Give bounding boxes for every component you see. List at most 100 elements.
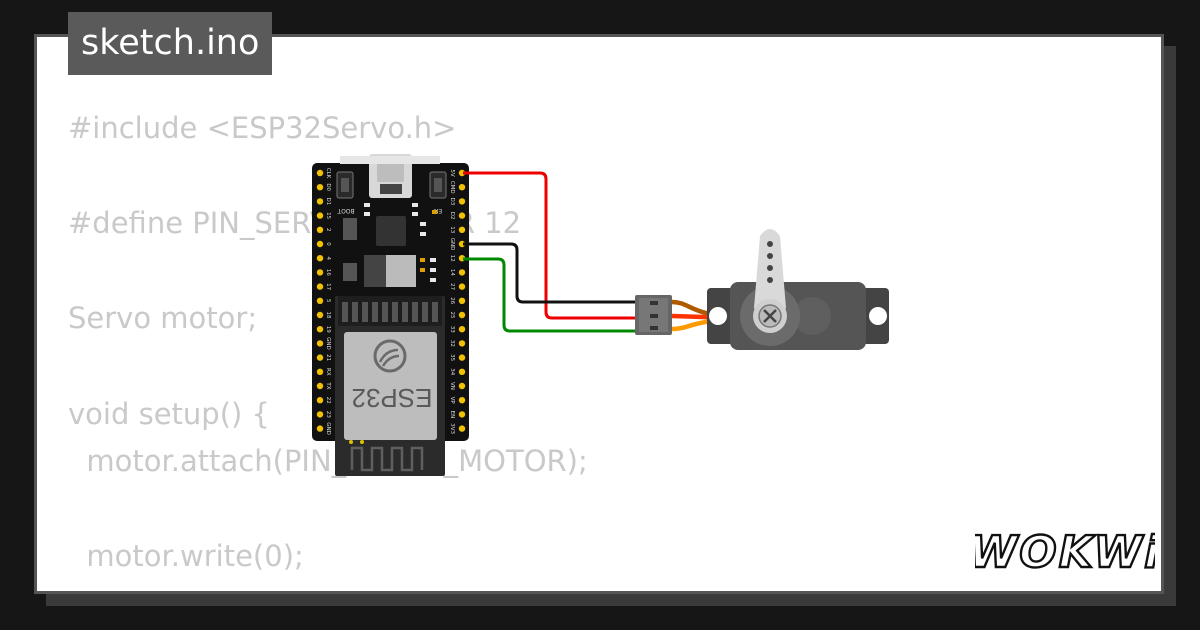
pin-label: D3 <box>449 198 455 206</box>
pin-label: GND <box>449 238 455 251</box>
pin-label: CMD <box>449 181 455 194</box>
pin-dot <box>458 397 466 404</box>
pin-label: GND <box>325 422 331 435</box>
pin-label: 15 <box>325 212 331 219</box>
pin-dot <box>316 340 324 347</box>
pin-label: 27 <box>449 283 455 290</box>
pin-dot <box>458 326 466 333</box>
antenna-icon <box>350 446 424 472</box>
chip-label: ESP32 <box>352 383 433 413</box>
pin-label: 2 <box>325 228 331 232</box>
pin-label: 14 <box>449 269 455 276</box>
regulator-chip <box>364 255 386 287</box>
pin-label: 23 <box>325 411 331 418</box>
pin-dot <box>316 425 324 432</box>
pin-dot <box>316 198 324 205</box>
boot-label: BOOT <box>337 207 354 214</box>
pin-dot <box>316 255 324 262</box>
esp32-module: ESP32 <box>335 296 445 476</box>
pin-dot <box>458 240 466 248</box>
pin-dot <box>458 212 466 219</box>
servo-horn-icon <box>753 229 787 333</box>
pin-dot <box>316 354 324 361</box>
pin-label: 25 <box>449 312 455 319</box>
esp32-board: BOOT EN <box>312 154 469 476</box>
code-line: motor.write(0); <box>68 539 304 574</box>
pin-dot <box>458 354 466 361</box>
pin-label: 17 <box>325 283 331 290</box>
pin-label: CLK <box>325 168 331 179</box>
pin-label: 19 <box>325 326 331 333</box>
pin-dot <box>458 297 466 304</box>
pin-dot <box>316 269 324 276</box>
pin-label: 0 <box>325 242 331 246</box>
pin-label: 5 <box>325 299 331 303</box>
pin-label: D1 <box>325 198 331 206</box>
pin-label: EN <box>449 411 455 419</box>
pin-dot <box>458 184 466 191</box>
wokwi-logo: WOKWi <box>975 526 1155 579</box>
pin-label: D2 <box>449 212 455 220</box>
pin-dot <box>316 368 324 375</box>
pin-dot <box>316 297 324 304</box>
servo-motor <box>707 229 889 350</box>
pin-label: 35 <box>449 354 455 361</box>
right-pin-header: 5VCMDD3D213GND121427262533323534VNVPEN3V… <box>449 169 466 434</box>
pin-label: RX <box>325 368 331 376</box>
usb-port-icon <box>340 154 440 198</box>
code-line: Servo motor; <box>68 301 258 336</box>
pin-label: TX <box>325 381 331 389</box>
espressif-logo-icon <box>373 339 407 373</box>
pin-label: 12 <box>449 255 455 262</box>
pin-dot <box>458 311 466 319</box>
en-button-icon <box>429 171 447 199</box>
boot-button-icon <box>336 171 354 199</box>
pin-dot <box>316 397 324 404</box>
wire-5v <box>463 171 638 320</box>
pin-label: D0 <box>325 183 331 191</box>
pin-dot <box>316 382 324 390</box>
pin-dot <box>316 169 324 177</box>
pin-dot <box>316 212 324 219</box>
pin-label: 16 <box>325 269 331 276</box>
pin-dot <box>458 198 466 205</box>
pin-dot <box>316 411 324 418</box>
pin-label: 26 <box>449 297 455 304</box>
pin-dot <box>458 382 466 390</box>
file-tab: sketch.ino <box>68 12 273 75</box>
pin-dot <box>458 269 466 276</box>
pin-label: GND <box>325 337 331 350</box>
servo-connector <box>635 295 672 335</box>
pin-label: 34 <box>449 368 455 375</box>
pin-label: 21 <box>325 354 331 361</box>
code-line: void setup() { <box>68 396 270 431</box>
pin-dot <box>316 326 324 333</box>
code-line: #include <ESP32Servo.h> <box>68 111 457 145</box>
en-label: EN <box>434 207 442 214</box>
pin-dot <box>458 169 466 177</box>
pin-label: 33 <box>449 326 455 333</box>
wire-signal-12 <box>463 257 638 333</box>
regulator-tab <box>386 255 416 287</box>
pin-label: VN <box>449 382 455 390</box>
pin-label: 4 <box>325 256 331 260</box>
pin-label: 13 <box>449 226 455 233</box>
pin-dot <box>316 184 324 191</box>
pin-label: 18 <box>325 312 331 319</box>
wire-gnd <box>463 242 638 304</box>
pin-dot <box>458 283 466 290</box>
pin-dot <box>316 240 324 248</box>
pin-dot <box>458 425 466 432</box>
pin-dot <box>458 368 466 375</box>
wokwi-logo-text: WOKWi <box>975 527 1155 578</box>
pin-dot <box>458 340 466 347</box>
pin-dot <box>316 226 324 233</box>
pin-dot <box>458 411 466 418</box>
pin-dot <box>316 311 324 319</box>
pin-dot <box>316 283 324 290</box>
pin-label: 3V3 <box>449 423 455 434</box>
code-line: delay(2000); <box>68 581 588 591</box>
pin-label: VP <box>449 397 455 405</box>
